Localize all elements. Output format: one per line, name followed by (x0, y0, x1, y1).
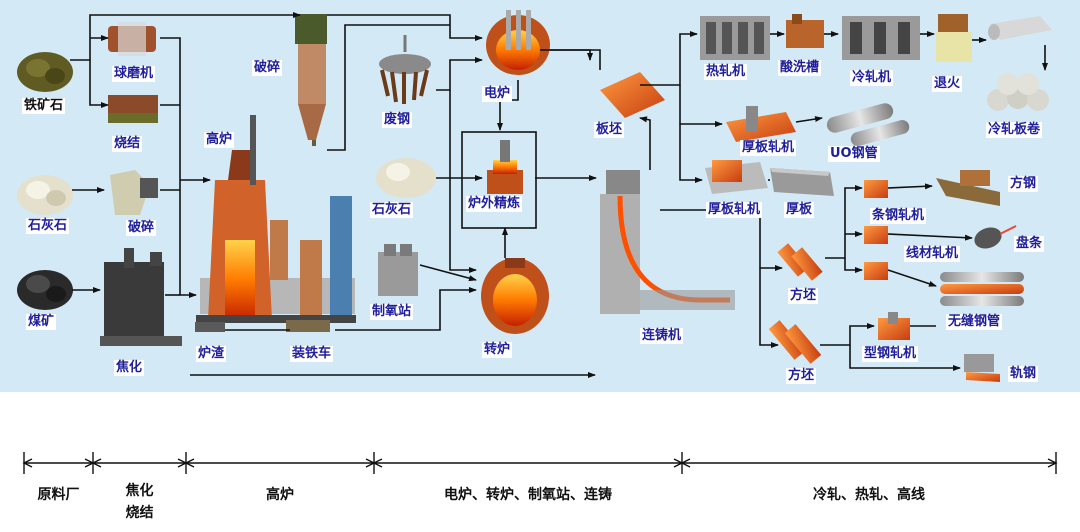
label-oxygen-plant: 制氧站 (370, 304, 414, 320)
label-crush-2: 破碎 (252, 60, 283, 76)
blast-furnace-image (195, 115, 356, 332)
label-plate: 厚板 (784, 202, 815, 218)
annealing-image (936, 14, 972, 62)
label-limestone-2: 石灰石 (370, 202, 414, 218)
label-cold-mill: 冷轧机 (850, 70, 894, 86)
cold-coils-image (987, 73, 1049, 111)
label-uo-pipe: UO钢管 (828, 146, 880, 162)
label-slag: 炉渣 (196, 346, 227, 362)
label-iron-car: 装铁车 (290, 346, 334, 362)
limestone-pile-1 (17, 175, 73, 215)
plate-stack-image (770, 168, 834, 196)
label-seamless-pipe: 无缝钢管 (946, 314, 1003, 330)
billet-image-2 (768, 320, 822, 364)
stage-raw-materials: 原料厂 (37, 487, 80, 503)
section-mill-image (878, 312, 910, 340)
plate-mill-image-2 (705, 160, 768, 194)
label-section-mill: 型钢轧机 (862, 346, 919, 362)
label-ball-mill: 球磨机 (112, 66, 156, 82)
square-bar-image (936, 170, 1000, 206)
label-wire-mill: 线材轧机 (904, 246, 961, 262)
stage-coking-sinter: 焦化 烧结 (125, 483, 154, 521)
pickling-tank-image (786, 14, 824, 48)
ball-mill-image (108, 22, 156, 56)
label-hot-mill: 热轧机 (704, 64, 748, 80)
bar-mill-image (864, 180, 888, 280)
label-limestone-1: 石灰石 (26, 218, 70, 234)
seamless-pipe-image (940, 272, 1024, 306)
flow-arrows (70, 12, 1048, 378)
label-cold-coil: 冷轧板卷 (986, 122, 1043, 138)
refining-box (461, 131, 537, 229)
scrap-magnet-image (379, 35, 431, 104)
stage-rolling: 冷轧、热轧、高线 (813, 487, 925, 503)
label-eaf: 电炉 (482, 86, 513, 102)
ladle-refining-image (487, 140, 523, 194)
stage-blast-furnace: 高炉 (266, 487, 294, 503)
label-rail: 轨钢 (1008, 366, 1039, 382)
plate-mill-image-1 (726, 106, 796, 142)
label-blast-furnace: 高炉 (204, 132, 235, 148)
billet-image-1 (777, 243, 823, 281)
coil-sheet-image (988, 16, 1052, 40)
slab-image (600, 72, 665, 118)
stage-timeline (22, 452, 1058, 474)
sinter-image (108, 95, 158, 123)
label-square-bar: 方钢 (1008, 176, 1039, 192)
label-scrap: 废钢 (382, 112, 413, 128)
label-iron-ore: 铁矿石 (22, 98, 66, 114)
label-billet-1: 方坯 (788, 288, 819, 304)
label-caster: 连铸机 (640, 328, 684, 344)
label-wire-coil: 盘条 (1014, 236, 1045, 252)
converter-image (481, 258, 549, 334)
crusher-image (110, 170, 158, 215)
label-plate-mill-1: 厚板轧机 (740, 140, 797, 156)
label-annealing: 退火 (932, 76, 963, 92)
label-bar-mill: 条钢轧机 (870, 208, 927, 224)
label-coal: 煤矿 (26, 314, 57, 330)
eaf-image (486, 10, 550, 75)
wire-coil-image (974, 225, 1017, 249)
coke-oven-image (100, 248, 182, 346)
label-slab: 板坯 (594, 122, 625, 138)
cold-mill-image (842, 16, 920, 60)
limestone-pile-2 (376, 158, 436, 198)
label-plate-mill-2: 厚板轧机 (706, 202, 763, 218)
uo-pipe-image (826, 103, 910, 146)
label-billet-2: 方坯 (786, 368, 817, 384)
label-crush-1: 破碎 (126, 220, 157, 236)
label-sinter: 烧结 (112, 136, 143, 152)
coal-pile (17, 270, 73, 310)
crusher-tower-image (295, 14, 327, 146)
label-converter: 转炉 (482, 342, 513, 358)
hot-mill-image (700, 16, 770, 60)
label-refining: 炉外精炼 (466, 196, 523, 212)
rail-image (964, 354, 1000, 382)
continuous-caster-image (600, 170, 735, 314)
label-pickling: 酸洗槽 (778, 60, 822, 76)
stage-steelmaking: 电炉、转炉、制氧站、连铸 (444, 487, 612, 503)
label-coking: 焦化 (114, 360, 145, 376)
oxygen-plant-image (378, 244, 418, 296)
iron-ore-pile (17, 52, 73, 92)
